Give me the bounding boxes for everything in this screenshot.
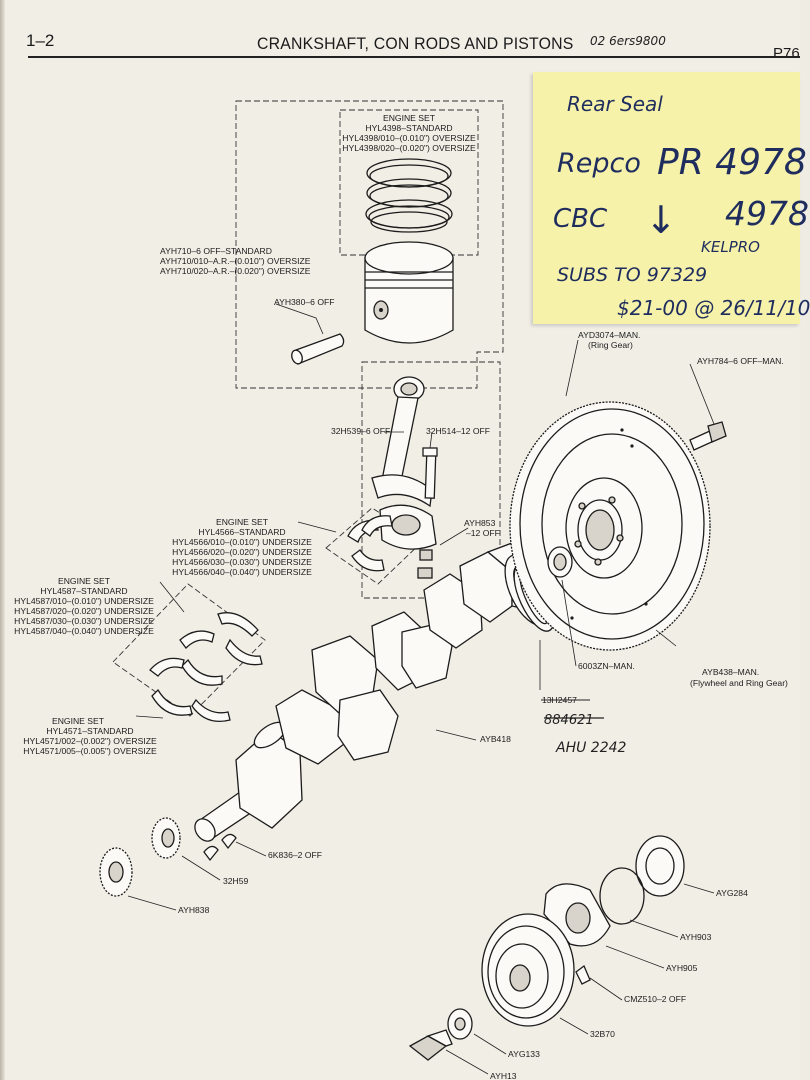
page-title: CRANKSHAFT, CON RODS AND PISTONS xyxy=(257,35,574,53)
rod-bearing-set-line: HYL4566/010–(0.010") UNDERSIZE xyxy=(172,537,312,547)
piston-rings xyxy=(365,158,453,233)
conrod-bearing-shells xyxy=(347,515,393,572)
main-bearing-shells xyxy=(149,612,263,723)
spigot-bearing xyxy=(547,546,573,578)
piston-set-line: HYL4398–STANDARD xyxy=(365,123,452,133)
rod-bearing-set-label: ENGINE SET HYL4566–STANDARD HYL4566/010–… xyxy=(172,517,312,577)
header-rule xyxy=(28,56,800,58)
timing-cover-label: AYH905 xyxy=(666,963,698,973)
piston-set-line: HYL4398/010–(0.010") OVERSIZE xyxy=(342,133,476,143)
rod-bearing-set-line: HYL4566/040–(0.040") UNDERSIZE xyxy=(172,567,312,577)
page-binding-edge xyxy=(0,0,5,1080)
woodruff-key-label: 6K836–2 OFF xyxy=(268,850,322,860)
rod-nut-qty-label: –12 OFF xyxy=(466,528,500,538)
pulley-washer xyxy=(447,1008,473,1040)
rod-bearing-set-line: HYL4566–STANDARD xyxy=(198,527,285,537)
piston-line: AYH710/010–A.R.–(0.010") OVERSIZE xyxy=(160,256,311,266)
crankshaft-pulley xyxy=(481,913,575,1027)
piston-set-title: ENGINE SET xyxy=(383,113,436,123)
timing-cover-gasket xyxy=(599,867,645,925)
thrust-washer-set-line: HYL4571–STANDARD xyxy=(46,726,133,736)
ring-gear-label: AYD3074–MAN. xyxy=(578,330,640,340)
main-bearing-set-title: ENGINE SET xyxy=(58,576,111,586)
flywheel-bolt-label: AYH784–6 OFF–MAN. xyxy=(697,356,784,366)
handwritten-header-note: 02 6ers9800 xyxy=(590,34,666,48)
thrust-washer-set-line: HYL4571/002–(0.002") OVERSIZE xyxy=(23,736,157,746)
thrust-washer-set-line: HYL4571/005–(0.005") OVERSIZE xyxy=(23,746,157,756)
ring-gear-desc: (Ring Gear) xyxy=(588,340,633,350)
thrust-washer-set-title: ENGINE SET xyxy=(52,716,105,726)
sticky-line: 4978 xyxy=(725,194,809,233)
sticky-line: CBC xyxy=(553,204,608,234)
sticky-line: Repco xyxy=(557,148,641,179)
rod-bearing-set-line: HYL4566/020–(0.020") UNDERSIZE xyxy=(172,547,312,557)
piston-label: AYH710–6 OFF–STANDARD AYH710/010–A.R.–(0… xyxy=(160,246,311,276)
piston-set-line: HYL4398/020–(0.020") OVERSIZE xyxy=(342,143,476,153)
gudgeon-pin-label: AYH380–6 OFF xyxy=(274,297,335,307)
connecting-rod xyxy=(371,376,438,579)
flywheel xyxy=(509,401,711,651)
cover-screw xyxy=(575,964,591,985)
main-bearing-set-line: HYL4587–STANDARD xyxy=(40,586,127,596)
crank-sprocket-label: 32H59 xyxy=(223,876,249,886)
page-number: 1–2 xyxy=(26,31,55,50)
flywheel-bolt xyxy=(689,421,727,451)
sticky-line: PR 4978 xyxy=(657,142,807,183)
oil-thrower xyxy=(99,847,133,897)
rod-bearing-set-line: HYL4566/030–(0.030") UNDERSIZE xyxy=(172,557,312,567)
washer-label: AYG133 xyxy=(508,1049,540,1059)
sticky-line: Rear Seal xyxy=(567,92,663,116)
crankshaft-label: AYB418 xyxy=(480,734,511,744)
main-bearing-set-line: HYL4587/030–(0.030") UNDERSIZE xyxy=(14,616,154,626)
flywheel-label: AYB438–MAN. xyxy=(702,667,759,677)
woodruff-keys xyxy=(203,833,237,862)
main-bearing-set-label: ENGINE SET HYL4587–STANDARD HYL4587/010–… xyxy=(14,576,154,636)
sticky-note: Rear Seal Repco PR 4978 CBC ↓ 4978 KELPR… xyxy=(533,72,810,324)
timing-seal-label: AYG284 xyxy=(716,888,748,898)
spigot-bearing-label: 6003ZN–MAN. xyxy=(578,661,635,671)
flywheel-desc: (Flywheel and Ring Gear) xyxy=(690,678,788,688)
rear-seal-alt-label: 884621 xyxy=(544,713,594,728)
thrust-washer-set-label: ENGINE SET HYL4571–STANDARD HYL4571/002–… xyxy=(23,716,157,756)
main-bearing-box xyxy=(112,583,266,717)
main-bearing-set-line: HYL4587/020–(0.020") UNDERSIZE xyxy=(14,606,154,616)
sticky-line: KELPRO xyxy=(701,238,760,256)
main-bearing-set-line: HYL4587/040–(0.040") UNDERSIZE xyxy=(14,626,154,636)
down-arrow-icon: ↓ xyxy=(645,198,677,242)
con-rod-label: 32H539–6 OFF xyxy=(331,426,390,436)
timing-cover-seal xyxy=(635,835,685,897)
pulley-bolt xyxy=(408,1029,453,1061)
pulley-label: 32B70 xyxy=(590,1029,615,1039)
gasket-label: AYH903 xyxy=(680,932,712,942)
rear-seal-hand-label: AHU 2242 xyxy=(555,740,627,756)
leader-lines xyxy=(127,303,715,1075)
piston-group-box xyxy=(235,100,504,389)
piston-set-label: ENGINE SET HYL4398–STANDARD HYL4398/010–… xyxy=(342,113,476,153)
rod-nut-label: AYH853 xyxy=(464,518,496,528)
piston-line: AYH710/020–A.R.–(0.020") OVERSIZE xyxy=(160,266,311,276)
oil-thrower-label: AYH838 xyxy=(178,905,210,915)
screw-label: CMZ510–2 OFF xyxy=(624,994,686,1004)
crankshaft xyxy=(194,539,552,842)
sticky-line: SUBS TO 97329 xyxy=(557,264,708,286)
rod-bearing-set-title: ENGINE SET xyxy=(216,517,269,527)
main-bearing-set-line: HYL4587/010–(0.010") UNDERSIZE xyxy=(14,596,154,606)
gudgeon-pin xyxy=(291,333,345,365)
rod-bolt-label: 32H514–12 OFF xyxy=(426,426,490,436)
sticky-line: $21-00 @ 26/11/10 xyxy=(617,296,810,320)
piston xyxy=(364,241,454,344)
crankshaft-sprocket xyxy=(151,817,181,859)
piston-line: AYH710–6 OFF–STANDARD xyxy=(160,246,272,256)
bolt-label: AYH13 xyxy=(490,1071,517,1080)
